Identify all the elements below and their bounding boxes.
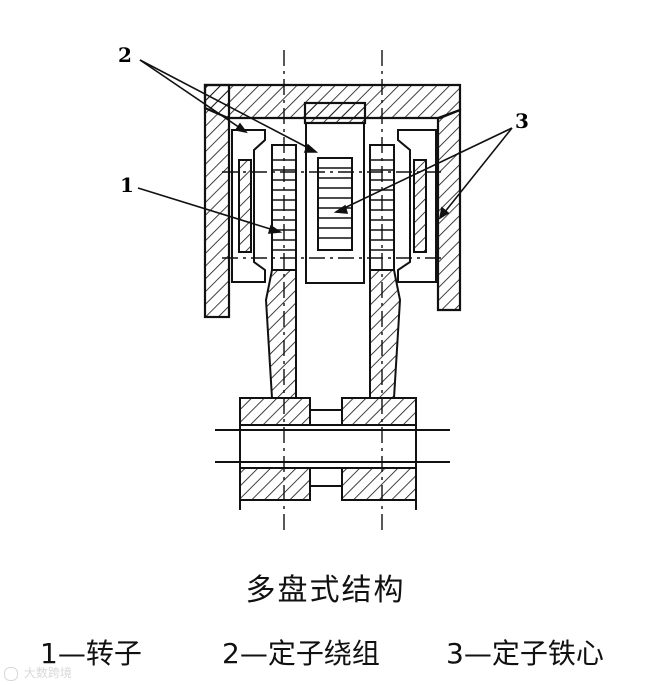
- multi-disc-structure-diagram: 2 1 3: [118, 43, 529, 535]
- rotor-disc-left: [264, 144, 297, 399]
- leader-lines: [137, 59, 513, 234]
- callout-1: 1: [120, 173, 134, 197]
- legend-item-stator-winding: 2—定子绕组: [222, 637, 380, 670]
- diagram-title: 多盘式结构: [245, 573, 406, 608]
- center-lines: [222, 50, 444, 535]
- watermark-text: 大数跨境: [23, 666, 72, 680]
- watermark-logo-icon: [4, 666, 18, 681]
- legend-item-rotor: 1—转子: [40, 637, 142, 670]
- legend-item-stator-core: 3—定子铁心: [446, 637, 604, 670]
- stator-outer-right: [397, 129, 437, 283]
- legend: 1—转子 2—定子绕组 3—定子铁心: [0, 632, 651, 672]
- watermark: 大数跨境: [4, 664, 72, 681]
- callout-2: 2: [118, 43, 132, 67]
- stator-outer-left: [231, 129, 266, 283]
- callout-3: 3: [515, 109, 529, 133]
- hub-and-shaft: [215, 397, 450, 510]
